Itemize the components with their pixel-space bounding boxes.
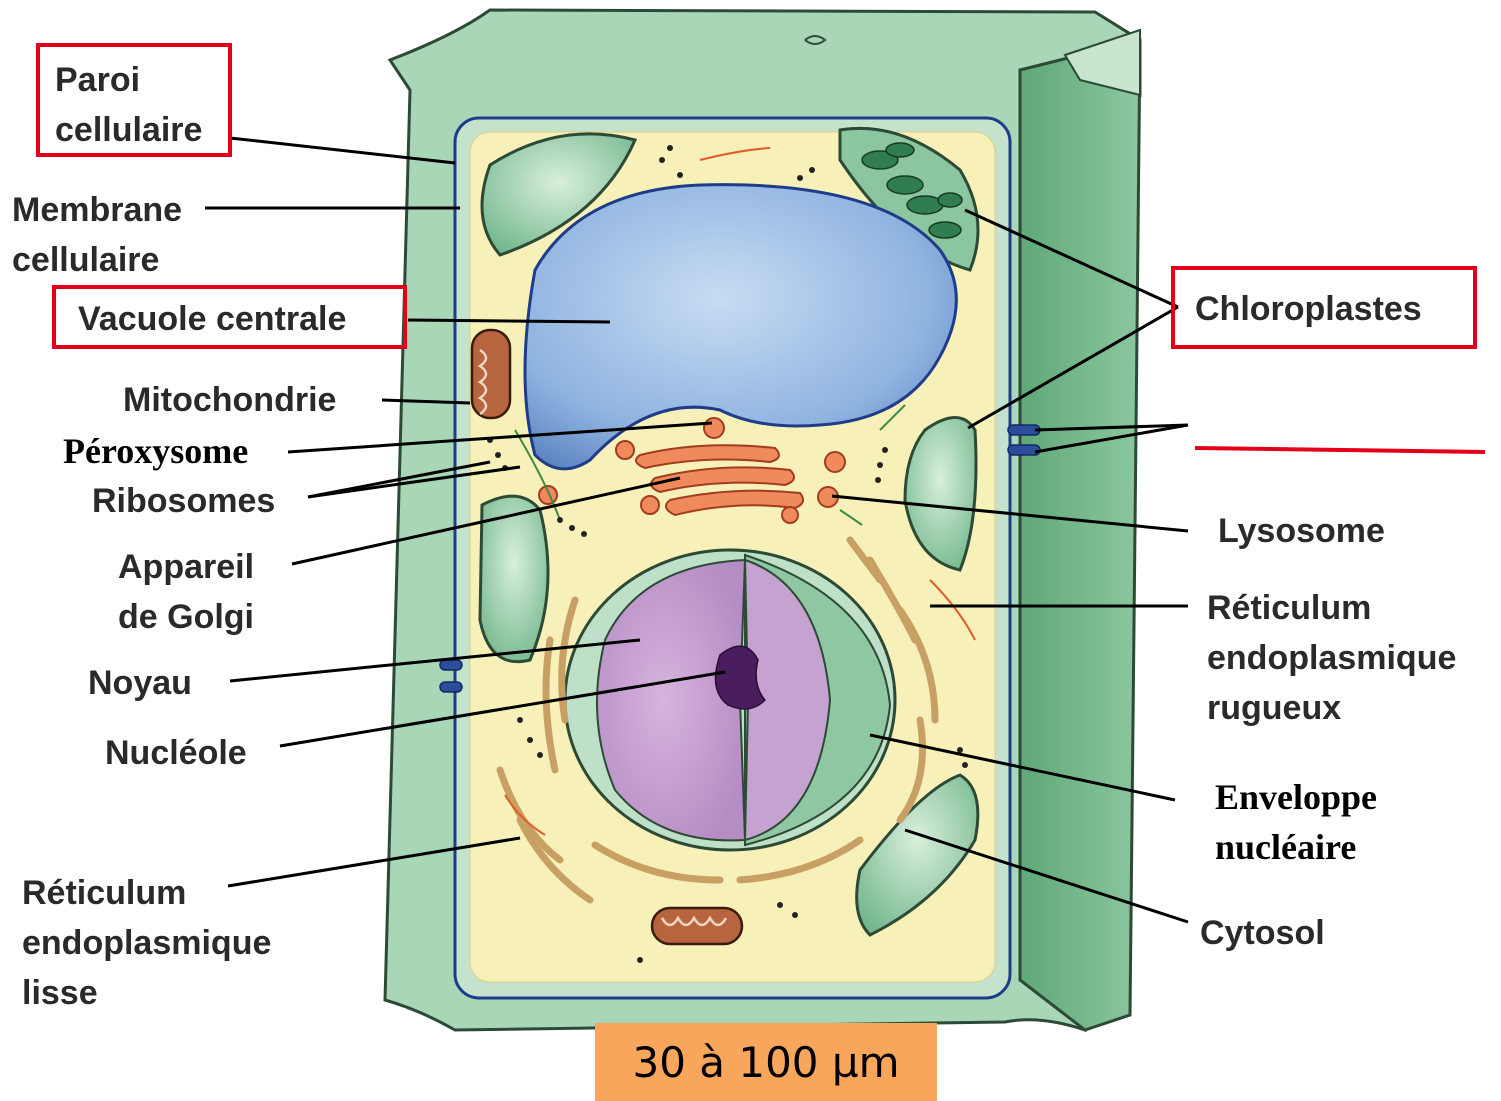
label-chloroplastes: Chloroplastes xyxy=(1195,284,1422,334)
scale-label: 30 à 100 µm xyxy=(595,1023,937,1101)
label-vacuole-centrale: Vacuole centrale xyxy=(78,294,346,344)
label-cytosol: Cytosol xyxy=(1200,908,1325,958)
label-appareil-de-golgi: Appareil de Golgi xyxy=(118,542,254,642)
label-ribosomes: Ribosomes xyxy=(92,476,275,526)
label-membrane-cellulaire: Membrane cellulaire xyxy=(12,185,182,285)
label-noyau: Noyau xyxy=(88,658,192,708)
label-enveloppe-nucleaire: Enveloppe nucléaire xyxy=(1215,772,1377,872)
label-lysosome: Lysosome xyxy=(1218,506,1385,556)
label-nucleole: Nucléole xyxy=(105,728,247,778)
label-mitochondrie: Mitochondrie xyxy=(123,375,336,425)
cell-wall-side xyxy=(1020,40,1140,1030)
label-paroi-cellulaire: Paroi cellulaire xyxy=(55,55,202,155)
label-reticulum-lisse: Réticulum endoplasmique lisse xyxy=(22,868,271,1018)
blank-answer-line xyxy=(1195,448,1485,452)
label-reticulum-rugueux: Réticulum endoplasmique rugueux xyxy=(1207,583,1456,733)
label-peroxysome: Péroxysome xyxy=(63,426,248,476)
